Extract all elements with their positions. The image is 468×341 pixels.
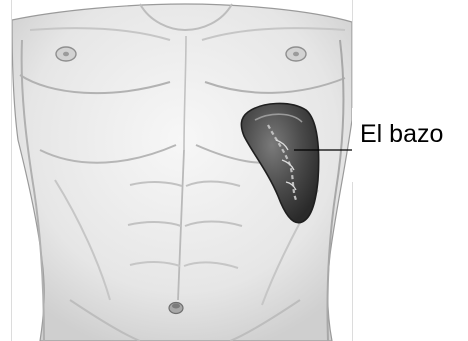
nipple-right-center — [293, 52, 299, 57]
navel-inner — [172, 304, 180, 309]
nipple-left-center — [63, 52, 69, 57]
spleen-label: El bazo — [360, 119, 443, 149]
